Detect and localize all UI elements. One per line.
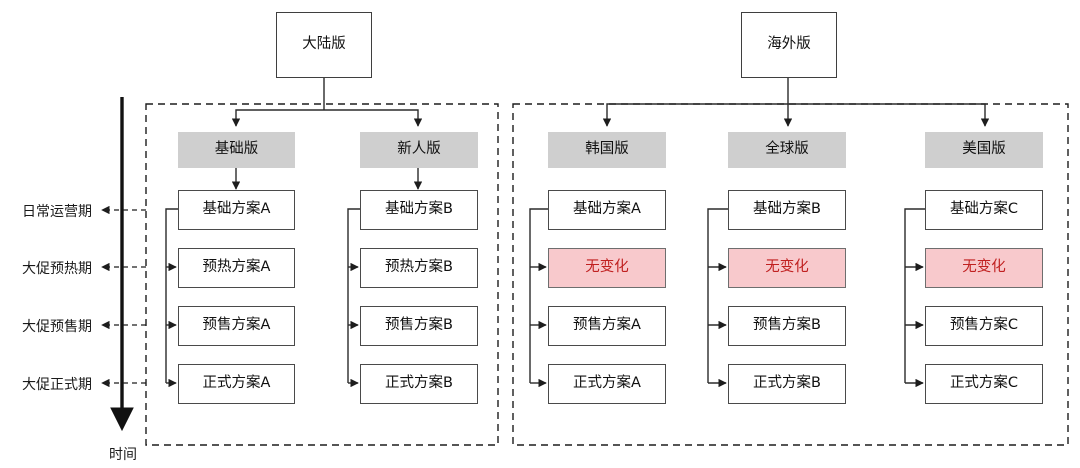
- phase-label-presale: 大促预售期: [0, 316, 92, 336]
- cell-newcomer-official[interactable]: 正式方案B: [360, 364, 478, 404]
- cell-korea-daily[interactable]: 基础方案A: [548, 190, 666, 230]
- cell-global-daily[interactable]: 基础方案B: [728, 190, 846, 230]
- root-box-overseas[interactable]: 海外版: [741, 12, 837, 78]
- cell-usa-presale-label: 预售方案C: [949, 317, 1019, 334]
- chain-basic-stem: [165, 208, 178, 383]
- chain-usa-stem: [904, 208, 925, 383]
- cell-korea-presale-label: 预售方案A: [573, 317, 641, 334]
- cell-usa-presale[interactable]: 预售方案C: [925, 306, 1043, 346]
- column-header-basic-version[interactable]: 基础版: [178, 132, 295, 168]
- phase-label-daily: 日常运营期: [0, 201, 92, 221]
- column-header-global-version[interactable]: 全球版: [728, 132, 846, 168]
- column-header-usa-version[interactable]: 美国版: [925, 132, 1043, 168]
- cell-korea-daily-label: 基础方案A: [573, 201, 641, 218]
- cell-global-daily-label: 基础方案B: [753, 201, 821, 218]
- cell-newcomer-warmup-label: 预热方案B: [385, 259, 453, 276]
- cell-usa-daily-label: 基础方案C: [949, 201, 1019, 218]
- root-box-overseas-label: 海外版: [767, 36, 811, 53]
- chain-global-stem: [707, 208, 728, 383]
- cell-newcomer-presale[interactable]: 预售方案B: [360, 306, 478, 346]
- time-axis-caption: 时间: [90, 444, 156, 464]
- cell-korea-presale[interactable]: 预售方案A: [548, 306, 666, 346]
- chain-korea-stem: [529, 208, 548, 383]
- column-header-newcomer-version[interactable]: 新人版: [360, 132, 478, 168]
- cell-usa-daily[interactable]: 基础方案C: [925, 190, 1043, 230]
- chain-newcomer-stem: [347, 208, 360, 383]
- cell-korea-official[interactable]: 正式方案A: [548, 364, 666, 404]
- cell-usa-official-label: 正式方案C: [949, 375, 1019, 392]
- time-axis-caption-text: 时间: [109, 447, 137, 463]
- cell-global-official[interactable]: 正式方案B: [728, 364, 846, 404]
- phase-label-warmup-text: 大促预热期: [22, 261, 92, 277]
- cell-usa-official[interactable]: 正式方案C: [925, 364, 1043, 404]
- cell-basic-daily-label: 基础方案A: [202, 201, 271, 218]
- cell-newcomer-daily[interactable]: 基础方案B: [360, 190, 478, 230]
- overseas-root-branch-left: [602, 103, 788, 127]
- cell-usa-warmup-label: 无变化: [962, 259, 1006, 276]
- overseas-root-branch-right: [788, 103, 990, 127]
- phase-label-official: 大促正式期: [0, 374, 92, 394]
- column-header-global-version-label: 全球版: [765, 141, 809, 158]
- cell-global-presale[interactable]: 预售方案B: [728, 306, 846, 346]
- cell-basic-presale[interactable]: 预售方案A: [178, 306, 295, 346]
- cell-newcomer-presale-label: 预售方案B: [385, 317, 453, 334]
- cell-usa-warmup[interactable]: 无变化: [925, 248, 1043, 288]
- cell-global-presale-label: 预售方案B: [753, 317, 821, 334]
- column-header-korea-version-label: 韩国版: [585, 141, 629, 158]
- phase-label-daily-text: 日常运营期: [22, 204, 92, 220]
- cell-basic-official-label: 正式方案A: [202, 375, 271, 392]
- cell-basic-official[interactable]: 正式方案A: [178, 364, 295, 404]
- column-header-usa-version-label: 美国版: [962, 141, 1006, 158]
- cell-basic-daily[interactable]: 基础方案A: [178, 190, 295, 230]
- root-box-mainland[interactable]: 大陆版: [276, 12, 372, 78]
- cell-basic-warmup[interactable]: 预热方案A: [178, 248, 295, 288]
- cell-basic-presale-label: 预售方案A: [202, 317, 271, 334]
- mainland-root-branch-left: [231, 109, 324, 127]
- cell-korea-warmup[interactable]: 无变化: [548, 248, 666, 288]
- cell-basic-warmup-label: 预热方案A: [202, 259, 271, 276]
- root-box-mainland-label: 大陆版: [302, 36, 346, 53]
- phase-label-official-text: 大促正式期: [22, 377, 92, 393]
- cell-global-official-label: 正式方案B: [753, 375, 821, 392]
- phase-label-presale-text: 大促预售期: [22, 319, 92, 335]
- cell-global-warmup[interactable]: 无变化: [728, 248, 846, 288]
- column-header-basic-version-label: 基础版: [214, 141, 259, 158]
- column-header-korea-version[interactable]: 韩国版: [548, 132, 666, 168]
- cell-korea-official-label: 正式方案A: [573, 375, 641, 392]
- cell-newcomer-daily-label: 基础方案B: [385, 201, 453, 218]
- cell-newcomer-official-label: 正式方案B: [385, 375, 453, 392]
- phase-label-warmup: 大促预热期: [0, 258, 92, 278]
- cell-global-warmup-label: 无变化: [765, 259, 809, 276]
- column-header-newcomer-version-label: 新人版: [397, 141, 441, 158]
- cell-korea-warmup-label: 无变化: [585, 259, 629, 276]
- cell-newcomer-warmup[interactable]: 预热方案B: [360, 248, 478, 288]
- mainland-root-branch-right: [324, 109, 423, 127]
